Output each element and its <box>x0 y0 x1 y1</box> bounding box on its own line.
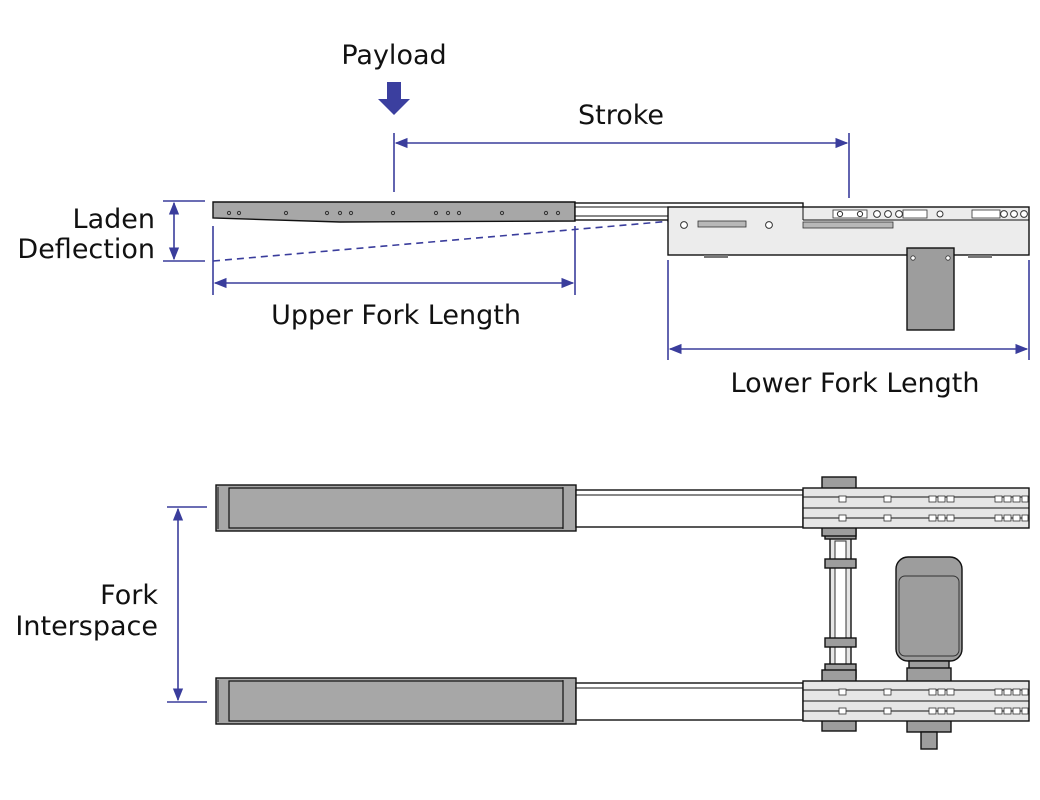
fork-bottom-assembly <box>215 669 1030 732</box>
fork-interspace-label-line2: Interspace <box>15 611 158 642</box>
laden-deflection-label-line2: Deflection <box>17 234 155 265</box>
stroke-label: Stroke <box>578 100 664 131</box>
lower-fork-side <box>667 206 1030 331</box>
lower-fork-length-label: Lower Fork Length <box>731 368 980 399</box>
laden-deflection-label-line1: Laden <box>73 204 155 235</box>
payload-label: Payload <box>341 40 446 71</box>
top-view: Fork Interspace <box>15 476 1030 750</box>
motor <box>895 556 963 750</box>
upper-fork-length-label: Upper Fork Length <box>271 300 521 331</box>
side-view: Payload Stroke Laden Deflection <box>17 40 1030 399</box>
upper-fork-side <box>212 201 576 223</box>
fork-top-assembly <box>215 476 1030 537</box>
cross-shaft <box>824 524 857 679</box>
fork-interspace-label-line1: Fork <box>100 580 158 611</box>
deflection-dashed-line <box>212 220 673 262</box>
down-arrow-icon <box>378 82 410 115</box>
